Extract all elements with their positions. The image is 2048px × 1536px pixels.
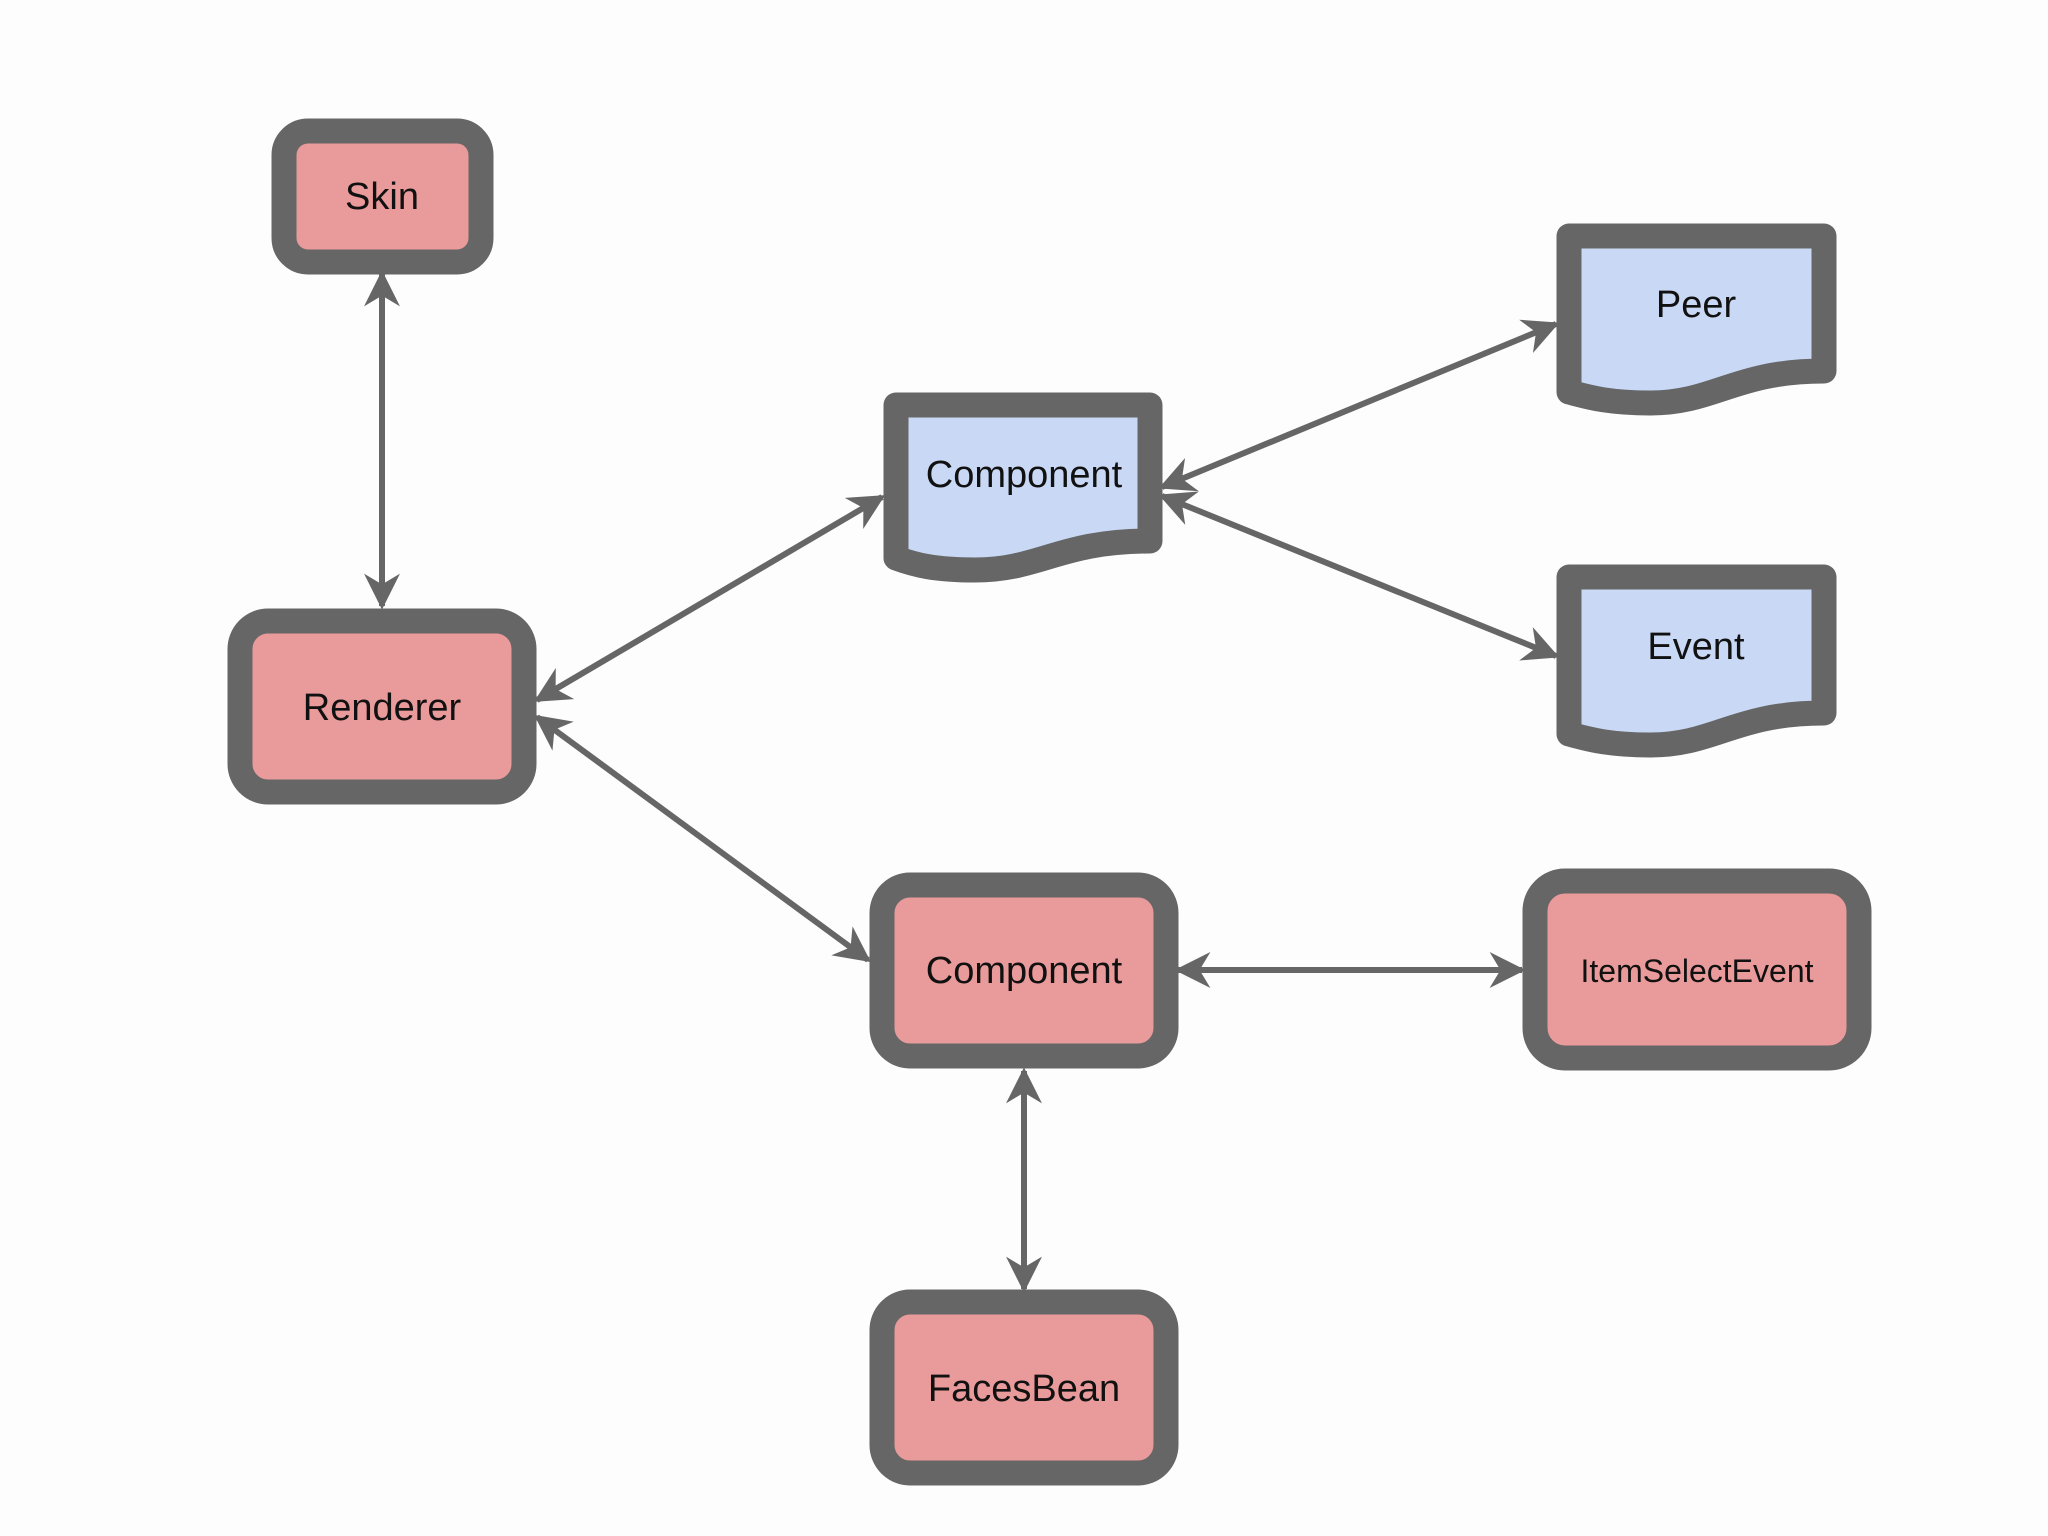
node-component-doc-label: Component: [926, 454, 1123, 496]
node-renderer-box: [227, 608, 537, 805]
node-component-doc: Component: [883, 392, 1163, 583]
node-faces-bean-label: FacesBean: [928, 1368, 1120, 1410]
node-peer: Peer: [1556, 223, 1837, 416]
node-component-box-label: Component: [926, 950, 1123, 992]
node-component-box: Component: [869, 872, 1179, 1069]
node-event-label: Event: [1647, 626, 1745, 668]
connectors: [364, 270, 1560, 1293]
node-item-select-event-label: ItemSelectEvent: [1581, 953, 1814, 989]
node-item-select-event: ItemSelectEvent: [1522, 868, 1872, 1071]
edge-component-doc-peer: [1158, 319, 1560, 492]
edge-renderer-component-doc: [533, 494, 886, 703]
node-renderer-label: Renderer: [303, 687, 462, 729]
node-peer-label: Peer: [1656, 284, 1737, 326]
node-peer-shape: [1556, 223, 1837, 416]
edge-component-doc-event: [1158, 491, 1560, 661]
node-skin-box: [271, 118, 494, 275]
node-skin: Skin: [271, 118, 494, 275]
node-component-box-shape: [869, 872, 1179, 1069]
node-faces-bean-box: [869, 1289, 1179, 1486]
node-event-shape: [1556, 564, 1837, 758]
node-renderer: Renderer: [227, 608, 537, 805]
edge-renderer-component-box: [534, 714, 871, 963]
node-faces-bean: FacesBean: [869, 1289, 1179, 1486]
node-item-select-event-box: [1522, 868, 1872, 1071]
node-component-doc-shape: [883, 392, 1163, 583]
node-event: Event: [1556, 564, 1837, 758]
node-skin-label: Skin: [345, 176, 419, 218]
